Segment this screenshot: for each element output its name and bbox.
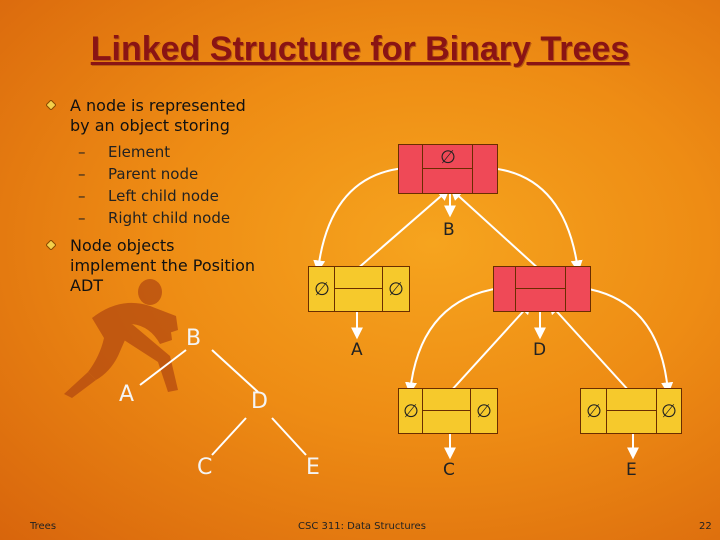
sub-item-label: Parent node (108, 165, 199, 183)
tree-node-a: A (119, 382, 135, 407)
d-element-cell (515, 288, 567, 312)
footer-page-number: 22 (699, 521, 712, 532)
bullet-marker-icon (46, 100, 56, 110)
root-left-cell (398, 144, 424, 194)
a-parent-cell (334, 266, 384, 290)
d-right-cell (565, 266, 591, 312)
d-element-label: D (533, 340, 547, 360)
bullet-line-1: Node objects (70, 236, 175, 255)
tree-node-c: C (197, 455, 213, 480)
sub-item-element: – Element (78, 141, 230, 163)
dash-marker: – (78, 143, 86, 161)
e-right-cell: ∅ (656, 388, 682, 434)
sub-item-left-child: – Left child node (78, 185, 230, 207)
null-symbol: ∅ (440, 146, 456, 168)
a-element-cell (334, 288, 384, 312)
sub-item-label: Right child node (108, 209, 231, 227)
tree-node-d: D (251, 389, 268, 414)
bullet-line-2: by an object storing (70, 116, 230, 135)
null-symbol: ∅ (586, 400, 602, 422)
c-parent-link (449, 302, 532, 393)
dash-marker: – (78, 165, 86, 183)
bullet-marker-icon (46, 240, 56, 250)
root-right-link (489, 167, 583, 273)
c-parent-cell (422, 388, 472, 412)
a-element-label: A (351, 340, 363, 360)
e-element-label: E (626, 460, 637, 480)
null-symbol: ∅ (403, 400, 419, 422)
bullet-line-1: A node is represented (70, 96, 246, 115)
footer-course: CSC 311: Data Structures (298, 521, 426, 532)
d-parent-link (450, 188, 541, 271)
a-right-cell: ∅ (382, 266, 410, 312)
sub-item-label: Element (108, 143, 171, 161)
d-left-link (405, 287, 501, 395)
tree-node-e: E (306, 455, 320, 480)
null-symbol: ∅ (388, 278, 404, 300)
c-element-cell (422, 410, 472, 434)
e-parent-link (548, 302, 631, 393)
d-right-link (582, 287, 674, 395)
root-element-label: B (443, 220, 455, 240)
root-element-cell (422, 168, 474, 194)
c-element-label: C (443, 460, 455, 480)
bullet-line-2: implement the Position (70, 256, 256, 275)
sub-item-right-child: – Right child node (78, 207, 230, 229)
root-right-cell (472, 144, 498, 194)
a-left-cell: ∅ (308, 266, 336, 312)
sub-item-parent: – Parent node (78, 163, 230, 185)
bullet-position-adt: Node objects implement the Position ADT (46, 236, 256, 296)
tree-node-b: B (186, 326, 202, 351)
root-left-link (313, 167, 406, 273)
bullet-line-3: ADT (70, 276, 104, 295)
c-right-cell: ∅ (470, 388, 498, 434)
a-parent-link (355, 188, 450, 271)
sub-item-label: Left child node (108, 187, 219, 205)
dash-marker: – (78, 209, 86, 227)
d-left-cell (493, 266, 517, 312)
null-symbol: ∅ (661, 400, 677, 422)
slide-title: Linked Structure for Binary Trees (90, 30, 630, 68)
null-symbol: ∅ (314, 278, 330, 300)
sub-list: – Element – Parent node – Left child node –… (78, 141, 230, 229)
footer-section-name: Trees (30, 521, 57, 532)
e-parent-cell (606, 388, 658, 412)
null-symbol: ∅ (476, 400, 492, 422)
dash-marker: – (78, 187, 86, 205)
bullet-node-representation: A node is represented by an object stori… (46, 96, 246, 136)
